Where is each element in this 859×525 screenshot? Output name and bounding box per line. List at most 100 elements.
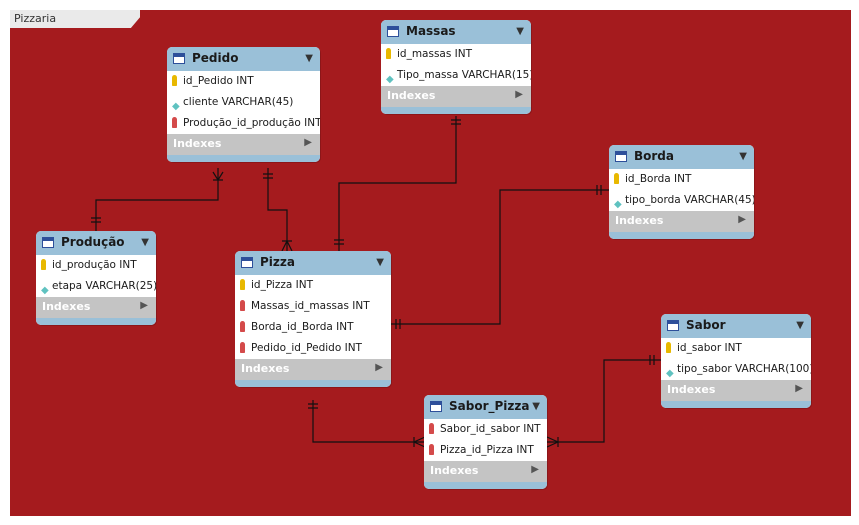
column-name: cliente VARCHAR(45): [183, 96, 294, 108]
table-footer: [36, 318, 156, 325]
table-column[interactable]: ◆tipo_sabor VARCHAR(100): [661, 359, 811, 380]
collapse-triangle-icon[interactable]: ▼: [141, 237, 149, 248]
table-column[interactable]: Pedido_id_Pedido INT: [235, 338, 391, 359]
table-column[interactable]: id_Pedido INT: [167, 71, 320, 92]
table-column[interactable]: id_Borda INT: [609, 169, 754, 190]
table-column[interactable]: ◆Tipo_massa VARCHAR(15): [381, 65, 531, 86]
table-column[interactable]: ◆tipo_borda VARCHAR(45): [609, 190, 754, 211]
foreign-key-icon: [240, 321, 245, 332]
table-title: Sabor_Pizza: [449, 399, 530, 413]
column-name: tipo_sabor VARCHAR(100): [677, 363, 811, 375]
table-title: Produção: [61, 235, 125, 249]
column-name: Massas_id_massas INT: [251, 300, 370, 312]
expand-arrow-icon[interactable]: ▶: [795, 383, 803, 394]
table-sabor[interactable]: Sabor▼ id_sabor INT ◆tipo_sabor VARCHAR(10…: [661, 314, 811, 408]
collapse-triangle-icon[interactable]: ▼: [376, 257, 384, 268]
expand-arrow-icon[interactable]: ▶: [140, 300, 148, 311]
column-name: Produção_id_produção INT: [183, 117, 320, 129]
table-column[interactable]: Borda_id_Borda INT: [235, 317, 391, 338]
column-diamond-icon: ◆: [614, 199, 622, 210]
foreign-key-icon: [429, 444, 434, 455]
indexes-bar[interactable]: Indexes▶: [235, 359, 391, 380]
collapse-triangle-icon[interactable]: ▼: [516, 26, 524, 37]
crowfoot-saborpizza-right: [546, 436, 560, 448]
foreign-key-icon: [429, 423, 434, 434]
collapse-triangle-icon[interactable]: ▼: [796, 320, 804, 331]
one-mark-sabor: [649, 355, 655, 365]
column-name: Pedido_id_Pedido INT: [251, 342, 362, 354]
expand-arrow-icon[interactable]: ▶: [738, 214, 746, 225]
table-pizza[interactable]: Pizza ▼ id_Pizza INT Massas_id_massas INT Bo…: [235, 251, 391, 387]
primary-key-icon: [666, 342, 671, 353]
column-diamond-icon: ◆: [386, 74, 394, 85]
table-column[interactable]: id_sabor INT: [661, 338, 811, 359]
foreign-key-icon: [240, 342, 245, 353]
one-mark-producao: [91, 217, 101, 223]
table-column[interactable]: Produção_id_produção INT: [167, 113, 320, 134]
expand-arrow-icon[interactable]: ▶: [531, 464, 539, 475]
foreign-key-icon: [240, 300, 245, 311]
relationship-sabor-saborpizza: [547, 359, 662, 443]
table-title: Massas: [406, 24, 456, 38]
table-header[interactable]: Pizza ▼: [235, 251, 391, 275]
expand-arrow-icon[interactable]: ▶: [375, 362, 383, 373]
indexes-bar[interactable]: Indexes▶: [381, 86, 531, 107]
table-column[interactable]: id_produção INT: [36, 255, 156, 276]
one-mark-pizza-borda: [395, 319, 401, 329]
collapse-triangle-icon[interactable]: ▼: [739, 151, 747, 162]
indexes-bar[interactable]: Indexes ▶: [661, 380, 811, 401]
indexes-label: Indexes: [173, 137, 222, 150]
table-pedido[interactable]: Pedido▼id_Pedido INT◆cliente VARCHAR(45)…: [167, 47, 320, 162]
crowfoot-saborpizza-left: [412, 436, 426, 448]
column-name: tipo_borda VARCHAR(45): [625, 194, 754, 206]
table-producao[interactable]: Produção ▼ id_produção INT ◆etapa VARCHAR(2…: [36, 231, 156, 325]
table-footer: [424, 482, 547, 489]
collapse-triangle-icon[interactable]: ▼: [305, 53, 313, 64]
table-column[interactable]: id_Pizza INT: [235, 275, 391, 296]
indexes-bar[interactable]: Indexes▶: [424, 461, 547, 482]
foreign-key-icon: [172, 117, 177, 128]
column-name: Sabor_id_sabor INT: [440, 423, 541, 435]
indexes-bar[interactable]: Indexes ▶: [167, 134, 320, 155]
table-icon: [667, 320, 679, 331]
table-column[interactable]: Massas_id_massas INT: [235, 296, 391, 317]
crowfoot-pizza-top: [281, 239, 293, 252]
collapse-triangle-icon[interactable]: ▼: [532, 401, 540, 412]
column-name: id_Borda INT: [625, 173, 692, 185]
one-mark-massas: [451, 119, 461, 125]
column-name: Pizza_id_Pizza INT: [440, 444, 534, 456]
table-header[interactable]: Pedido▼: [167, 47, 320, 71]
indexes-bar[interactable]: Indexes▶: [36, 297, 156, 318]
primary-key-icon: [386, 48, 391, 59]
table-header[interactable]: Produção ▼: [36, 231, 156, 255]
table-title: Pizza: [260, 255, 295, 269]
diagram-tab[interactable]: Pizzaria: [10, 10, 140, 28]
table-title: Borda: [634, 149, 674, 163]
table-header[interactable]: Massas ▼: [381, 20, 531, 44]
relationship-pizza-saborpizza: [312, 400, 425, 443]
column-diamond-icon: ◆: [172, 101, 180, 112]
table-massas[interactable]: Massas ▼ id_massas INT◆Tipo_massa VARCHAR(…: [381, 20, 531, 114]
expand-arrow-icon[interactable]: ▶: [515, 89, 523, 100]
table-column[interactable]: id_massas INT: [381, 44, 531, 65]
table-column[interactable]: ◆etapa VARCHAR(25): [36, 276, 156, 297]
relationship-pedido-producao: [95, 168, 219, 232]
table-column[interactable]: Sabor_id_sabor INT: [424, 419, 547, 440]
table-footer: [167, 155, 320, 162]
indexes-label: Indexes: [667, 383, 716, 396]
table-column[interactable]: ◆cliente VARCHAR(45): [167, 92, 320, 113]
expand-arrow-icon[interactable]: ▶: [304, 137, 312, 148]
column-name: id_produção INT: [52, 259, 137, 271]
table-header[interactable]: Sabor▼: [661, 314, 811, 338]
table-header[interactable]: Borda ▼: [609, 145, 754, 169]
table-sabor_pizza[interactable]: Sabor_Pizza▼ Sabor_id_sabor INT Pizza_id_P…: [424, 395, 547, 489]
table-column[interactable]: Pizza_id_Pizza INT: [424, 440, 547, 461]
table-header[interactable]: Sabor_Pizza▼: [424, 395, 547, 419]
table-borda[interactable]: Borda ▼ id_Borda INT ◆tipo_borda VARCHAR(45…: [609, 145, 754, 239]
column-name: etapa VARCHAR(25): [52, 280, 156, 292]
table-icon: [615, 151, 627, 162]
table-icon: [387, 26, 399, 37]
column-name: id_sabor INT: [677, 342, 742, 354]
indexes-bar[interactable]: Indexes▶: [609, 211, 754, 232]
